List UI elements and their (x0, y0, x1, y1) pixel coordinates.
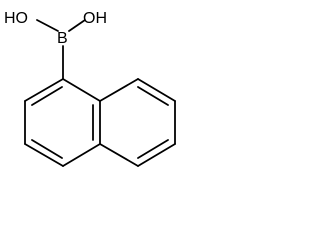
double-bond-ring2-b (137, 139, 169, 159)
bond-ring1-c3-c4 (24, 143, 64, 167)
bond-ring2-c5-c4a (99, 143, 139, 167)
bond-ring2-c8-c7 (137, 78, 176, 102)
bond-boron-hydroxyl-left (36, 19, 59, 32)
bond-ring1-c4-c4a (62, 143, 101, 167)
double-bond-ring2-a (137, 86, 169, 106)
atom-label-boron: B (57, 30, 68, 47)
bond-ring2-c6-c5 (137, 143, 176, 167)
double-bond-ring1-a (31, 86, 63, 106)
bond-ring2-c8a-c8 (99, 78, 139, 102)
bond-ring1-c1-c2 (24, 78, 64, 102)
atom-label-hydroxyl-right: OH (83, 10, 107, 27)
bond-boron-hydroxyl-right (68, 19, 86, 32)
atom-label-hydroxyl-left: HO (4, 10, 28, 27)
naphthylboronic-acid-structure: HO B OH (4, 10, 176, 167)
bond-ring1-c8a-c1 (62, 78, 101, 102)
double-bond-ring1-b (31, 139, 63, 159)
